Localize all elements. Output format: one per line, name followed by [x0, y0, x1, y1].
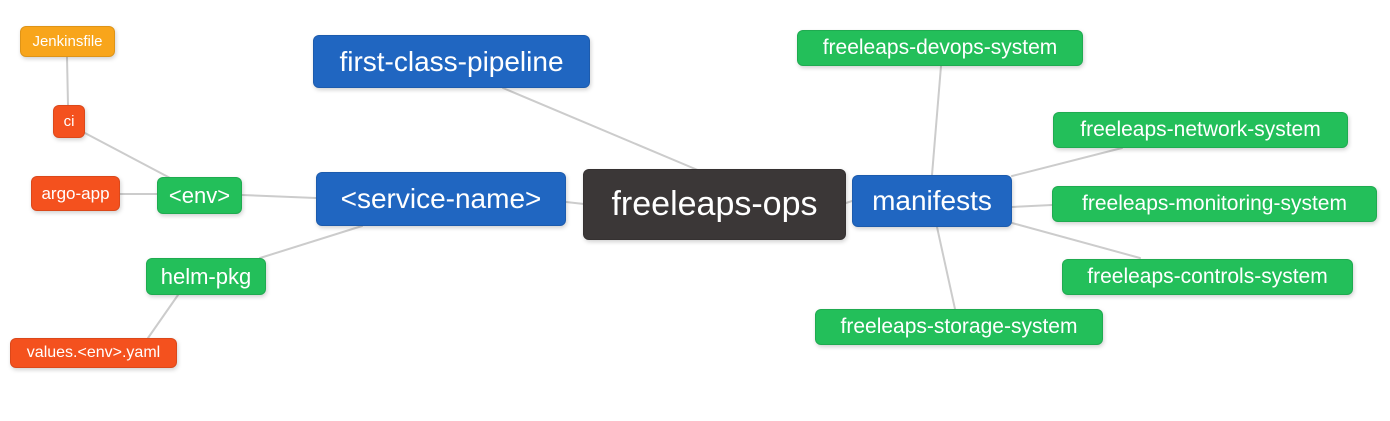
node-env[interactable]: <env> [157, 177, 242, 214]
node-first-class-pipeline[interactable]: first-class-pipeline [313, 35, 590, 88]
node-controls-system[interactable]: freeleaps-controls-system [1062, 259, 1353, 295]
edge-helm-pkg-values-env-yaml [147, 294, 179, 339]
node-helm-pkg[interactable]: helm-pkg [146, 258, 266, 295]
node-values-env-yaml[interactable]: values.<env>.yaml [10, 338, 177, 368]
edge-jenkinsfile-ci [66, 56, 69, 106]
edge-ci-env [82, 131, 173, 180]
node-devops-system[interactable]: freeleaps-devops-system [797, 30, 1083, 66]
edge-manifests-monitoring-system [1011, 204, 1053, 208]
node-argo-app[interactable]: argo-app [31, 176, 120, 211]
edge-service-name-helm-pkg [259, 225, 363, 259]
node-jenkinsfile[interactable]: Jenkinsfile [20, 26, 115, 57]
edge-manifests-network-system [1011, 147, 1123, 177]
edge-first-class-pipeline-freeleaps-ops [502, 87, 701, 172]
node-freeleaps-ops[interactable]: freeleaps-ops [583, 169, 846, 240]
edge-manifests-storage-system [936, 226, 956, 310]
edge-env-service-name [241, 194, 317, 199]
edge-manifests-controls-system [1011, 222, 1141, 259]
edge-freeleaps-ops-manifests [845, 200, 853, 204]
edge-manifests-devops-system [931, 65, 942, 176]
node-network-system[interactable]: freeleaps-network-system [1053, 112, 1348, 148]
node-service-name[interactable]: <service-name> [316, 172, 566, 226]
node-monitoring-system[interactable]: freeleaps-monitoring-system [1052, 186, 1377, 222]
node-storage-system[interactable]: freeleaps-storage-system [815, 309, 1103, 345]
node-ci[interactable]: ci [53, 105, 85, 138]
node-manifests[interactable]: manifests [852, 175, 1012, 227]
edge-service-name-freeleaps-ops [565, 201, 585, 205]
